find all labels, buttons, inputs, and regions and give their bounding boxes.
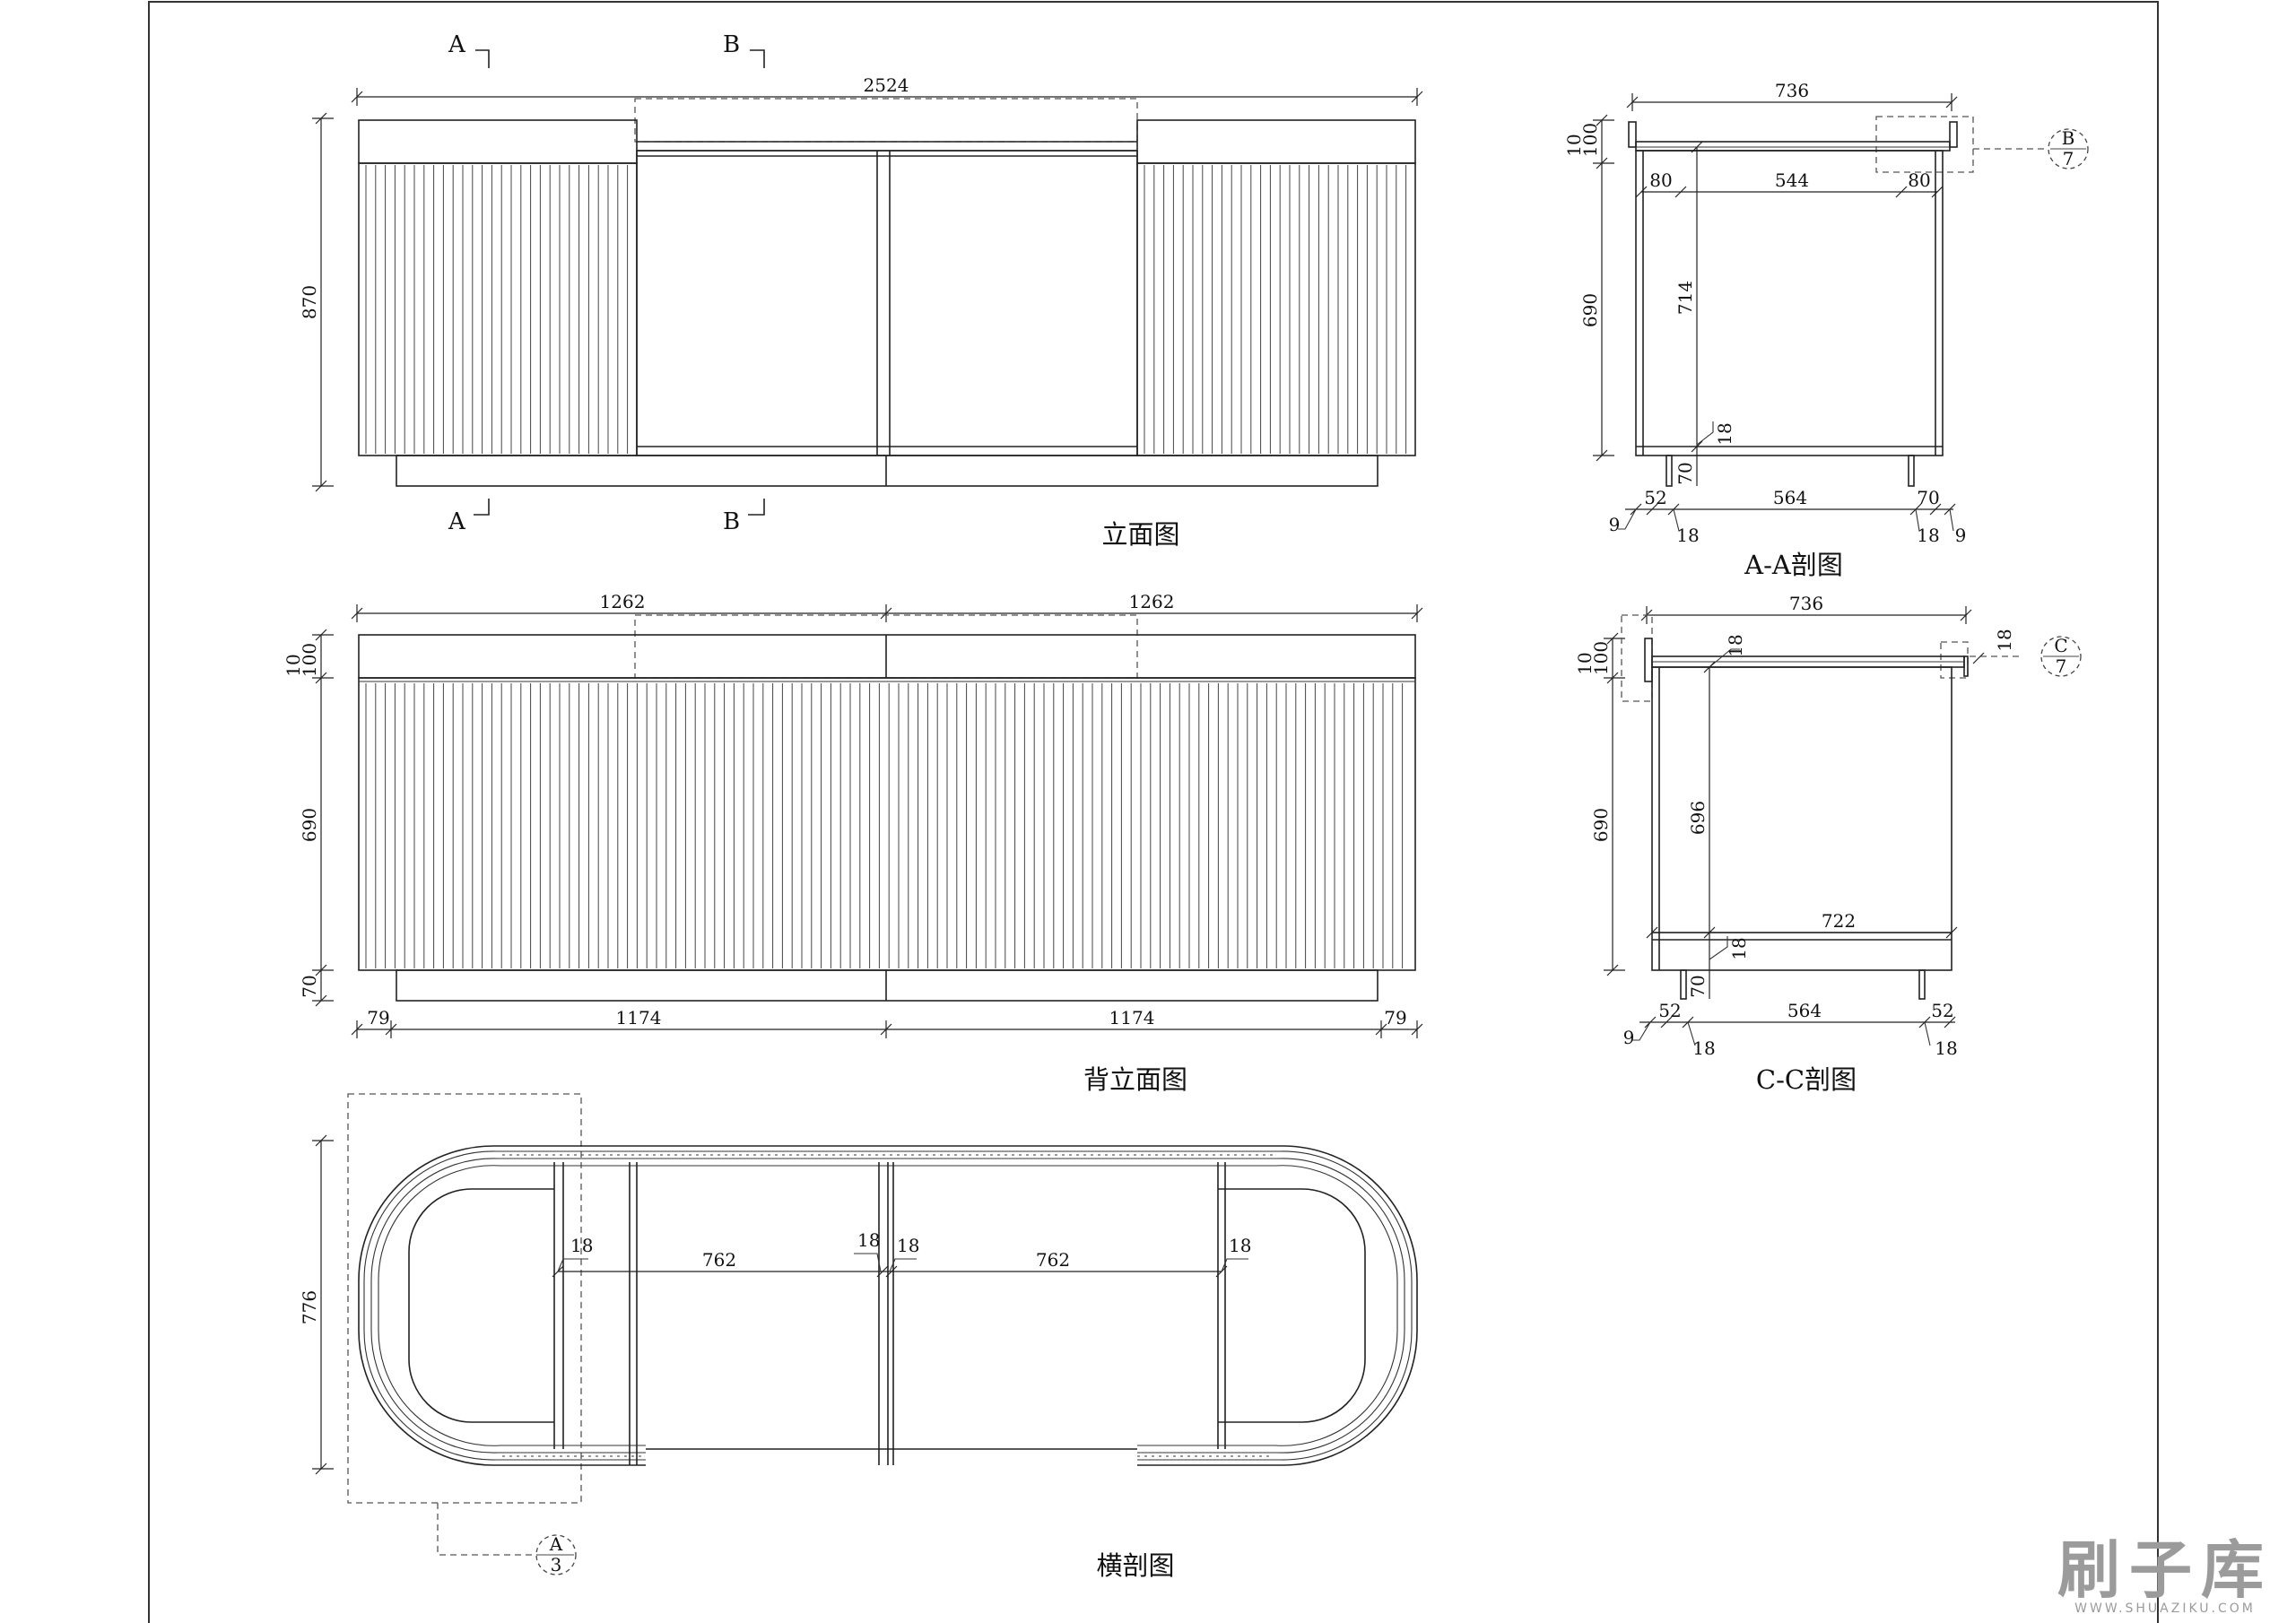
- sheet-frame: [148, 1, 2159, 1623]
- view-title-elevation: 立面图: [1101, 519, 1179, 550]
- callout-a-3: A 3: [535, 1533, 577, 1575]
- dim-bottom-mid-left: 1174: [616, 1007, 662, 1028]
- watermark-logo: 刷子库 WWW.SHUAZIKU.COM: [2057, 1539, 2273, 1616]
- svg-text:7: 7: [2063, 148, 2074, 169]
- cut-mark-b-bottom: B: [723, 508, 740, 535]
- dim-top-half-left: 1262: [600, 591, 646, 612]
- back-top: [358, 634, 1416, 679]
- aa-dim-b-panel-r: 18: [1917, 525, 1939, 546]
- cc-dim-b-panel-l: 18: [1692, 1037, 1715, 1059]
- cc-dim-side-panel: 18: [1994, 629, 2015, 651]
- aa-dim-inner-r: 80: [1908, 169, 1930, 191]
- slats-right: [1144, 165, 1407, 454]
- hidden-top: [634, 98, 1138, 143]
- cc-dim-b-panel-r: 18: [1935, 1037, 1957, 1059]
- svg-text:7: 7: [2056, 655, 2067, 677]
- dim-h-board: 100: [299, 643, 320, 677]
- dim-span-left: 762: [702, 1249, 736, 1271]
- cc-dim-b-l: 52: [1658, 1000, 1681, 1021]
- watermark-text: 刷子库: [2057, 1533, 2273, 1607]
- back-elevation-view: 1262 1262 10 100 690 70: [283, 591, 1423, 1095]
- cc-dim-h-top: 10: [1574, 652, 1596, 674]
- aa-dim-b-l: 52: [1644, 487, 1666, 508]
- top-right: [1136, 119, 1416, 164]
- plan-section-view: 776 18 762: [299, 1093, 1418, 1581]
- view-title-section-aa: A-A剖图: [1744, 550, 1843, 580]
- slats-left: [365, 165, 629, 454]
- cc-dim-h-board: 100: [1590, 641, 1612, 675]
- dim-bottom-mid-right: 1174: [1109, 1007, 1155, 1028]
- top-left: [358, 119, 638, 164]
- aa-dim-b-panel-l: 18: [1676, 525, 1699, 546]
- view-title-section-cc: C-C剖图: [1756, 1064, 1857, 1095]
- cc-dim-b-mid: 564: [1787, 1000, 1822, 1021]
- body-right: [1136, 162, 1416, 456]
- cc-dim-h-leg: 70: [1687, 975, 1709, 997]
- dim-span-right: 762: [1036, 1249, 1070, 1271]
- section-cc-view: 736 10 100 690 18 C 7 18: [1574, 593, 2082, 1095]
- dim-h-body: 690: [299, 808, 320, 842]
- dim-width: 2524: [864, 74, 909, 96]
- aa-dim-h-inner: 714: [1674, 281, 1696, 315]
- aa-dim-inner-mid: 544: [1775, 169, 1809, 191]
- dim-height: 870: [299, 285, 320, 319]
- svg-text:C: C: [2054, 635, 2067, 656]
- aa-body: [1635, 150, 1944, 456]
- aa-dim-shelf: 18: [1714, 422, 1735, 445]
- cut-mark-b-top: B: [723, 31, 740, 58]
- cc-dim-b-edge-l: 9: [1623, 1027, 1635, 1048]
- elevation-view: 2524 870 A B A B: [299, 31, 1423, 550]
- dim-panel-center-left: 18: [857, 1229, 880, 1251]
- cc-dim-shelf: 18: [1728, 937, 1750, 959]
- cc-body: [1651, 666, 1952, 971]
- view-title-back-elevation: 背立面图: [1083, 1064, 1187, 1095]
- dim-h-top: 10: [283, 654, 304, 676]
- slats-back: [365, 683, 1404, 968]
- dim-bottom-edge-right: 79: [1384, 1007, 1406, 1028]
- callout-c-7: C 7: [2040, 635, 2082, 677]
- aa-dim-width: 736: [1775, 80, 1809, 101]
- aa-dim-b-edge-r: 9: [1955, 525, 1967, 546]
- back-base: [396, 969, 1378, 1002]
- aa-dim-b-edge-l: 9: [1609, 514, 1621, 535]
- svg-text:A: A: [549, 1533, 563, 1555]
- dim-depth: 776: [299, 1290, 320, 1324]
- aa-dim-h-top: 10: [1563, 134, 1585, 156]
- dim-panel-center-right: 18: [897, 1235, 919, 1256]
- aa-dim-h-board: 100: [1579, 123, 1601, 157]
- dim-panel-left: 18: [570, 1235, 593, 1256]
- callout-b-7: B 7: [2048, 127, 2089, 169]
- aa-dim-b-r: 70: [1917, 487, 1939, 508]
- dim-top-half-right: 1262: [1129, 591, 1175, 612]
- cc-dim-h-body: 690: [1590, 808, 1612, 842]
- aa-dim-inner-l: 80: [1649, 169, 1672, 191]
- opening: [636, 150, 1138, 456]
- plan-outline: [358, 1145, 1418, 1466]
- aa-dim-h-body: 690: [1579, 293, 1601, 327]
- cc-dim-b-r: 52: [1931, 1000, 1953, 1021]
- cc-dim-inner-width: 722: [1822, 910, 1856, 932]
- watermark-url: WWW.SHUAZIKU.COM: [2074, 1601, 2256, 1616]
- dim-bottom-edge-left: 79: [367, 1007, 389, 1028]
- body-left: [358, 162, 638, 456]
- cc-dim-width: 736: [1789, 593, 1823, 614]
- svg-text:3: 3: [551, 1554, 562, 1575]
- svg-text:B: B: [2062, 127, 2075, 149]
- dim-h-base: 70: [299, 975, 320, 997]
- aa-dim-h-leg: 70: [1674, 462, 1696, 484]
- cut-mark-a-bottom: A: [448, 508, 466, 535]
- dim-panel-right: 18: [1229, 1235, 1251, 1256]
- section-aa-view: 736 10 100 690 B 7: [1563, 80, 2089, 580]
- cut-mark-a-top: A: [448, 31, 466, 58]
- cc-dim-h-inner: 696: [1687, 801, 1709, 835]
- aa-dim-b-mid: 564: [1773, 487, 1807, 508]
- base: [396, 455, 1378, 487]
- cc-dim-top-panel: 18: [1725, 634, 1746, 656]
- view-title-plan-section: 横剖图: [1096, 1550, 1174, 1581]
